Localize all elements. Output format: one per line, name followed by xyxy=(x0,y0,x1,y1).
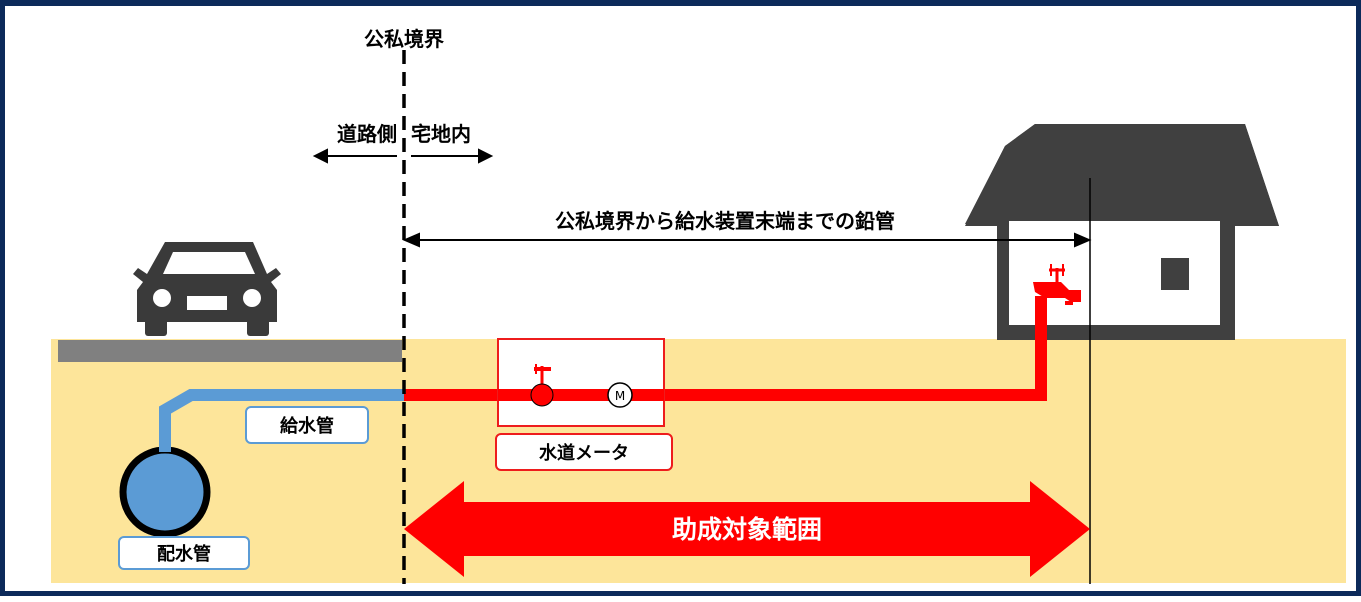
road-side-label: 道路側 xyxy=(337,122,397,146)
diagram-svg: M 公私境界 道路側 宅地内 公私境界から給水装置末端までの鉛管 xyxy=(51,27,1346,584)
road-side-arrow xyxy=(312,148,397,164)
residential-side-arrow xyxy=(411,148,494,164)
distribution-pipe-icon xyxy=(119,446,211,538)
meter-symbol: M xyxy=(615,389,625,403)
subsidy-range-label: 助成対象範囲 xyxy=(672,515,822,544)
meter-icon: M xyxy=(607,382,633,408)
subsidy-range-arrow xyxy=(404,481,1090,577)
lead-pipe-span-arrow xyxy=(402,232,1092,248)
service-pipe-label: 給水管 xyxy=(245,406,369,444)
residential-side-label: 宅地内 xyxy=(411,122,471,146)
water-meter-box xyxy=(497,338,665,427)
house-icon xyxy=(965,124,1279,340)
car-icon xyxy=(133,242,281,336)
faucet-icon xyxy=(1033,264,1081,305)
valve-icon xyxy=(530,364,554,407)
service-pipe-line xyxy=(159,389,404,452)
lead-pipe-span-label: 公私境界から給水装置末端までの鉛管 xyxy=(555,209,895,233)
distribution-pipe-label: 配水管 xyxy=(118,536,250,570)
road-surface xyxy=(58,340,402,362)
water-meter-label: 水道メータ xyxy=(495,433,673,471)
boundary-label: 公私境界 xyxy=(364,27,444,51)
